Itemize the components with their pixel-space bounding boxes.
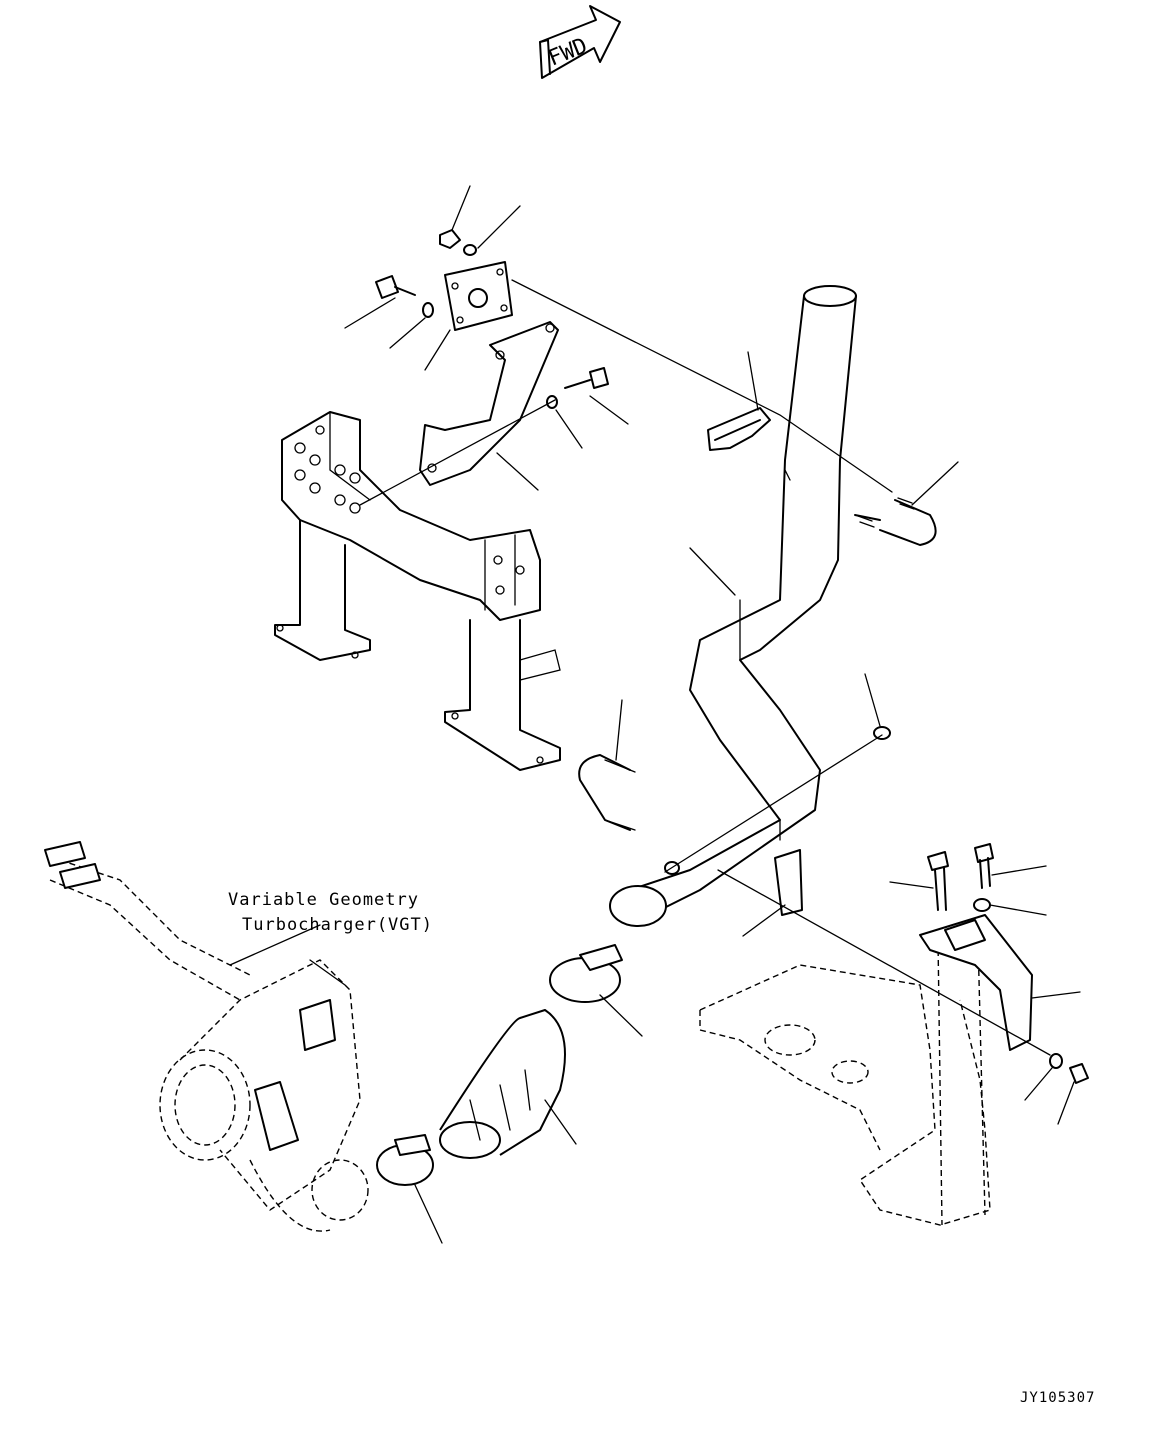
turbo-label-line2: Turbocharger(VGT) (242, 915, 433, 935)
turbocharger (44, 841, 369, 1232)
upper-bracket-assembly (375, 229, 609, 486)
exhaust-pipe (609, 285, 857, 927)
turbo-label-line1: Variable Geometry (228, 890, 419, 910)
upper-clamp-assembly (707, 407, 937, 546)
lower-hose-assembly (376, 944, 623, 1186)
middle-u-bolt (578, 726, 891, 831)
upper-mounting-frame (274, 411, 561, 771)
lower-frame-assembly (699, 843, 1089, 1226)
reference-lines (359, 279, 1051, 1056)
drawing-code: JY105307 (1020, 1390, 1095, 1406)
fwd-arrow: FWD (539, 5, 621, 79)
callout-leaders (344, 185, 1081, 1244)
